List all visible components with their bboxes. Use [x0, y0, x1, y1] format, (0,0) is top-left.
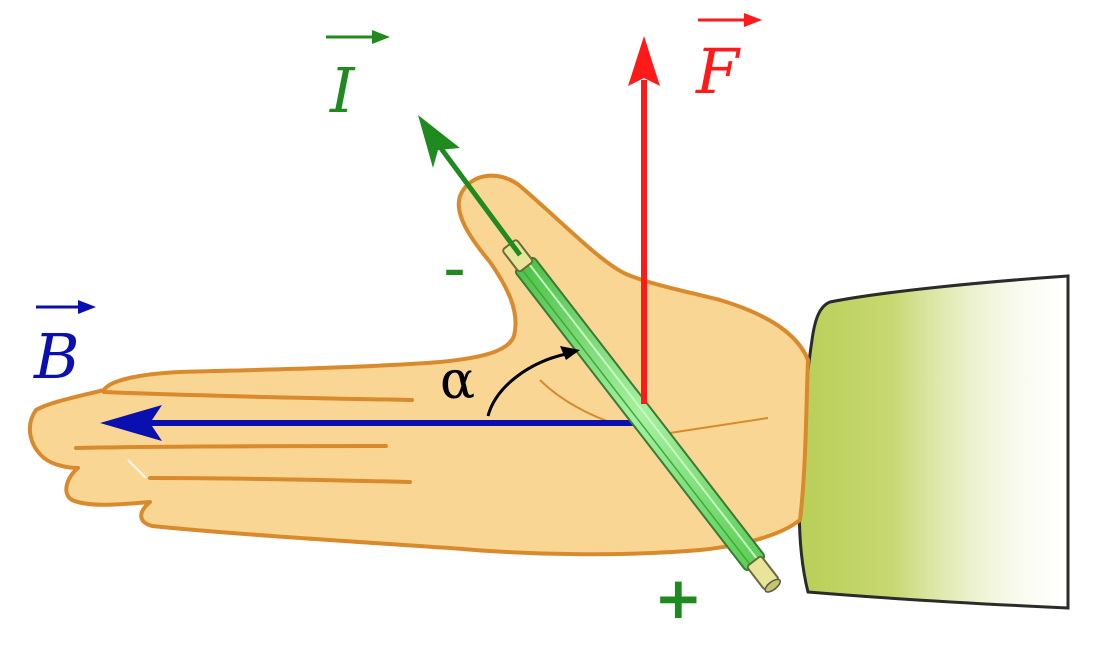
current-arrow [418, 115, 523, 257]
force-arrow [628, 36, 660, 404]
plus-terminal-label: + [654, 564, 703, 632]
current-label: I [326, 30, 390, 127]
wire-conductor-icon [502, 239, 781, 593]
force-label: F [695, 13, 762, 108]
field-arrow [100, 405, 636, 441]
current-label-text: I [329, 54, 356, 127]
angle-arc [486, 346, 580, 417]
field-label-text: B [33, 320, 80, 393]
hand-icon [27, 173, 810, 557]
force-label-text: F [695, 35, 741, 108]
minus-terminal-label: – [444, 245, 465, 294]
sleeve-icon [797, 274, 1070, 610]
angle-label: α [440, 351, 475, 411]
field-label: B [33, 300, 96, 393]
